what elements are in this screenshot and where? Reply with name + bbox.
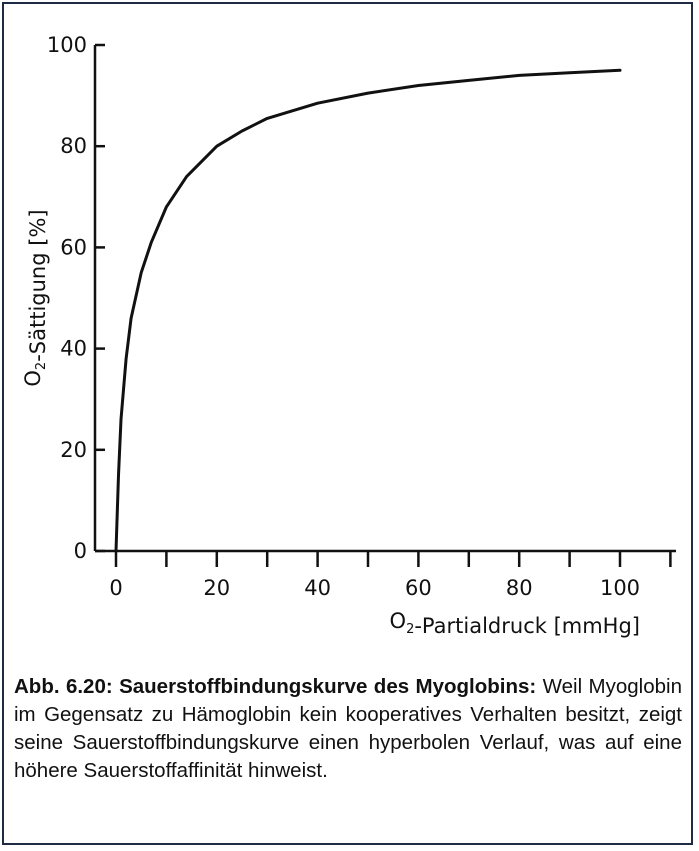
y-tick-label: 0	[74, 539, 87, 563]
caption-title: Abb. 6.20: Sauerstoffbindungskurve des M…	[14, 675, 537, 698]
figure-caption: Abb. 6.20: Sauerstoffbindungskurve des M…	[14, 673, 682, 785]
myoglobin-binding-chart: 0 20 40 60 80 100 0 20 40 60 80 100 O2-Partialdruck…	[21, 33, 676, 638]
y-tick-label: 40	[60, 337, 87, 361]
x-tick-label: 80	[506, 576, 533, 600]
x-tick-label: 20	[203, 576, 230, 600]
binding-curve	[114, 68, 622, 553]
x-tick-label: 0	[109, 576, 122, 600]
caption-text: Weil Myoglobin im Gegensatz zu Hämoglobi…	[14, 675, 682, 782]
x-tick-label: 100	[600, 576, 640, 600]
x-tick-label: 40	[304, 576, 331, 600]
x-axis-title: O2-Partialdruck [mmHg]	[390, 609, 640, 638]
y-axis-title: O2-Sättigung [%]	[21, 209, 50, 386]
figure-frame	[2, 2, 693, 845]
y-tick-label: 80	[60, 134, 87, 158]
y-tick-label: 60	[60, 235, 87, 259]
x-tick-label: 60	[405, 576, 432, 600]
y-tick-label: 20	[60, 438, 87, 462]
y-tick-label: 100	[47, 33, 87, 57]
